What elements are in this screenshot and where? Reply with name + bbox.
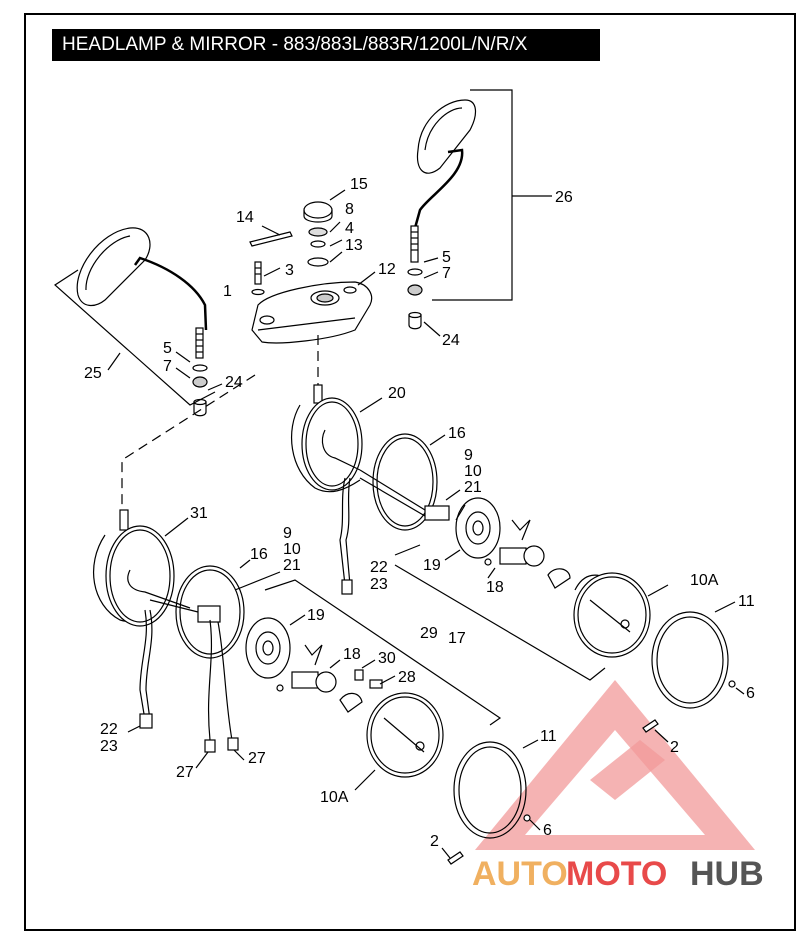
watermark-text: AUTO MOTO HUB <box>472 855 764 893</box>
bracket-25 <box>54 269 216 406</box>
lower-reflector-19 <box>245 617 291 679</box>
upper-connector <box>359 469 450 521</box>
bracket-26 <box>432 89 513 301</box>
upper-gasket-16 <box>372 433 438 531</box>
callout-21-upper: 21 <box>464 479 482 496</box>
callout-22-lower: 22 <box>100 721 118 738</box>
callout-30: 30 <box>378 650 396 667</box>
hardware-stack <box>249 201 333 296</box>
callout-25: 25 <box>84 365 102 382</box>
lower-trim-ring-11 <box>453 741 527 839</box>
callout-28: 28 <box>398 669 416 686</box>
callout-15: 15 <box>350 176 368 193</box>
lower-connector <box>149 599 239 753</box>
mount-bracket <box>251 281 373 344</box>
watermark-auto: AUTO <box>472 855 568 893</box>
right-mirror <box>407 99 476 330</box>
lower-screw-2 <box>447 851 464 865</box>
callout-11-upper: 11 <box>738 593 755 610</box>
callout-11-lower: 11 <box>540 728 557 745</box>
callout-31: 31 <box>190 505 208 522</box>
lower-bulb-18 <box>276 644 383 713</box>
watermark-moto: MOTO <box>566 855 667 893</box>
callout-24-top: 24 <box>442 332 460 349</box>
diagram-title: HEADLAMP & MIRROR - 883/883L/883R/1200L/… <box>52 29 600 61</box>
lower-gasket-16 <box>175 565 245 659</box>
upper-trim-ring-11 <box>651 611 729 709</box>
callout-10-upper: 10 <box>464 463 482 480</box>
callout-13: 13 <box>345 237 363 254</box>
callout-17: 17 <box>448 630 466 647</box>
upper-screw-6 <box>728 680 736 688</box>
callout-20: 20 <box>388 385 406 402</box>
callout-labels: 15 14 8 4 13 3 1 12 26 5 7 24 25 5 7 24 … <box>84 176 755 850</box>
callout-2-lower: 2 <box>430 833 439 850</box>
callout-23-lower: 23 <box>100 738 118 755</box>
callout-16-upper: 16 <box>448 425 466 442</box>
upper-screw-2 <box>642 719 659 733</box>
callout-4: 4 <box>345 220 354 237</box>
callout-19-upper: 19 <box>423 557 441 574</box>
leader-lines <box>127 189 745 859</box>
upper-reflector-19 <box>455 497 501 559</box>
callout-27-left: 27 <box>176 764 194 781</box>
lower-lens-10A <box>366 692 444 778</box>
upper-lens-10A <box>573 572 651 658</box>
watermark-hub: HUB <box>690 855 764 893</box>
callout-18-upper: 18 <box>486 579 504 596</box>
upper-bulb-18 <box>484 519 571 589</box>
callout-29: 29 <box>420 625 438 642</box>
callout-10A-upper: 10A <box>690 572 719 589</box>
callout-23-upper: 23 <box>370 576 388 593</box>
callout-24-left: 24 <box>225 374 243 391</box>
callout-26: 26 <box>555 189 573 206</box>
callout-18-lower: 18 <box>343 646 361 663</box>
callout-2-upper: 2 <box>670 739 679 756</box>
callout-27-right: 27 <box>248 750 266 767</box>
callout-14: 14 <box>236 209 254 226</box>
callout-8: 8 <box>345 201 354 218</box>
callout-6-lower: 6 <box>543 822 552 839</box>
callout-7-top: 7 <box>442 265 451 282</box>
callout-12: 12 <box>378 261 396 278</box>
callout-5-top: 5 <box>442 249 451 266</box>
callout-3: 3 <box>285 262 294 279</box>
callout-22-upper: 22 <box>370 559 388 576</box>
callout-21-lower: 21 <box>283 557 301 574</box>
callout-10-lower: 10 <box>283 541 301 558</box>
callout-19-lower: 19 <box>307 607 325 624</box>
callout-5-left: 5 <box>163 340 172 357</box>
lower-headlamp-shell <box>93 509 191 729</box>
callout-1: 1 <box>223 283 232 300</box>
callout-16-lower: 16 <box>250 546 268 563</box>
lower-screw-6 <box>523 814 531 822</box>
callout-10A-lower: 10A <box>320 789 349 806</box>
callout-9-upper: 9 <box>464 447 473 464</box>
watermark-logo <box>475 680 755 850</box>
callout-6-upper: 6 <box>746 685 755 702</box>
callout-9-lower: 9 <box>283 525 292 542</box>
callout-7-left: 7 <box>163 358 172 375</box>
upper-headlamp-shell <box>290 384 363 595</box>
